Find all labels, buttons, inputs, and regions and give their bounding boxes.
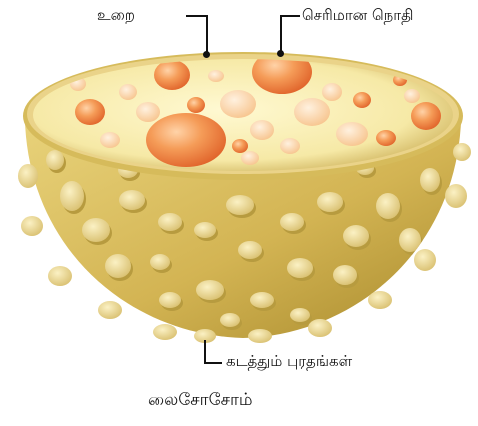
- transport-protein: [420, 168, 440, 192]
- enzymes-leader-h: [280, 15, 300, 17]
- transport-protein: [414, 249, 436, 271]
- digestive-enzyme: [119, 84, 137, 100]
- digestive-enzyme: [411, 102, 441, 130]
- transport-protein: [194, 222, 216, 238]
- enzymes-leader-dot: [277, 50, 284, 57]
- digestive-enzyme: [376, 130, 396, 146]
- transport-protein: [343, 225, 369, 247]
- digestive-enzyme: [146, 113, 226, 167]
- transport-protein: [287, 258, 313, 278]
- digestive-enzyme: [404, 89, 420, 103]
- transport-protein: [48, 266, 72, 286]
- transport-protein: [153, 324, 177, 340]
- membrane-label: உறை: [97, 6, 135, 26]
- transport-protein: [98, 301, 122, 319]
- transport-protein: [399, 228, 421, 252]
- digestive-enzyme: [220, 90, 256, 118]
- transport-protein: [376, 193, 400, 219]
- transport-protein: [333, 265, 357, 285]
- transport-protein: [445, 184, 467, 208]
- digestive-enzyme: [353, 92, 371, 108]
- enzymes-leader-v: [280, 15, 282, 53]
- transport-protein: [290, 308, 310, 322]
- transport-protein: [196, 280, 224, 300]
- transport-protein: [105, 254, 131, 278]
- digestive-enzyme: [250, 120, 274, 140]
- transport-protein: [220, 313, 240, 327]
- membrane-leader-dot: [203, 51, 210, 58]
- digestive-enzyme: [208, 70, 224, 82]
- transport-protein: [308, 319, 332, 337]
- transport-protein: [317, 192, 343, 212]
- protein-shadow: [78, 283, 102, 303]
- proteins-leader-v: [204, 340, 206, 364]
- membrane-leader-v: [206, 15, 208, 55]
- digestive-enzyme: [154, 60, 190, 90]
- transport-protein: [280, 213, 304, 231]
- transport-protein: [159, 292, 181, 308]
- proteins-leader-h: [204, 362, 222, 364]
- membrane-leader-h: [186, 15, 208, 17]
- digestive-enzyme: [294, 98, 330, 126]
- diagram-title: லைசோசோம்: [148, 390, 253, 412]
- digestive-enzyme: [187, 97, 205, 113]
- transport-protein: [248, 329, 272, 343]
- transport-protein: [453, 143, 471, 161]
- transport-protein: [226, 195, 254, 215]
- digestive-enzyme: [241, 151, 259, 165]
- transport-protein: [158, 213, 182, 231]
- digestive-enzyme: [100, 132, 120, 148]
- transport-protein: [150, 254, 170, 270]
- transport-protein: [368, 291, 392, 309]
- transport-protein: [46, 150, 64, 170]
- transport-protein: [18, 164, 38, 188]
- transport-protein: [250, 292, 274, 308]
- transport-protein: [238, 241, 262, 259]
- transport-protein: [76, 280, 100, 300]
- enzymes-label: செரிமான நொதி: [302, 6, 413, 26]
- digestive-enzyme: [322, 83, 342, 101]
- digestive-enzyme: [136, 102, 160, 122]
- digestive-enzyme: [75, 99, 105, 125]
- transport-protein: [82, 218, 110, 242]
- digestive-enzyme: [336, 122, 368, 146]
- proteins-label: கடத்தும் புரதங்கள்: [226, 352, 352, 372]
- digestive-enzyme: [232, 139, 248, 153]
- transport-protein: [21, 216, 43, 236]
- digestive-enzyme: [280, 138, 300, 154]
- transport-protein: [60, 181, 84, 211]
- transport-protein: [119, 190, 145, 210]
